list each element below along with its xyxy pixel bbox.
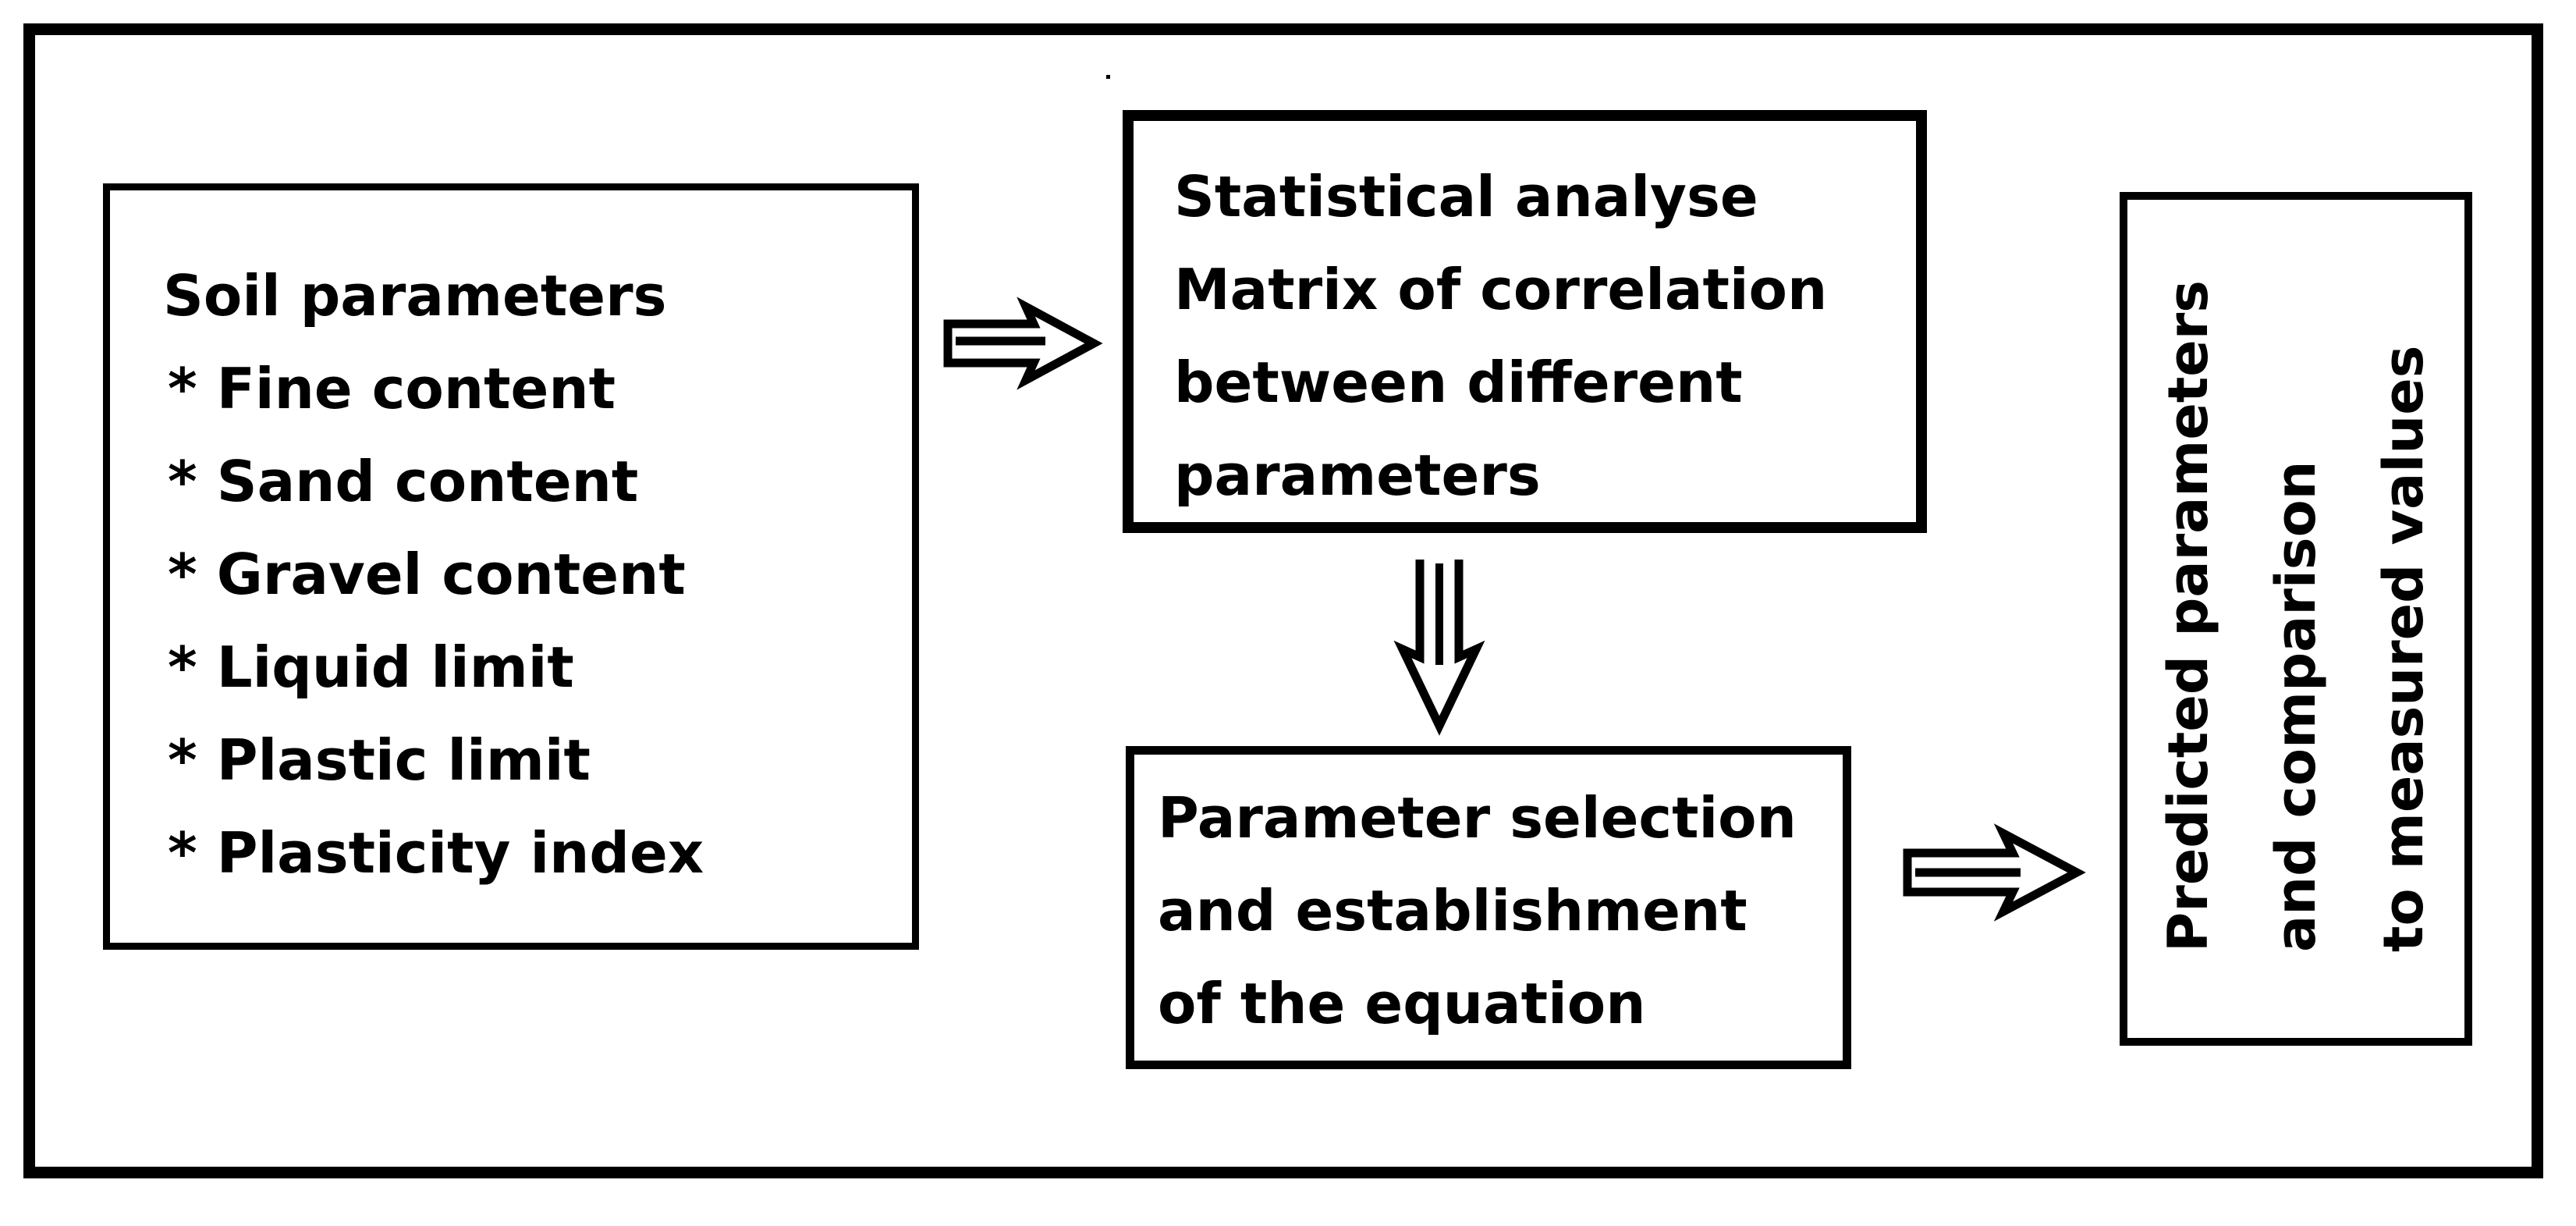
soil-item-fine-content: * Fine content — [168, 356, 616, 421]
right-arrow-icon — [1903, 823, 2086, 922]
predicted-parameters-box: Predicted parameters and comparison to m… — [2120, 192, 2472, 1046]
down-arrow-icon — [1393, 560, 1485, 736]
outer-frame — [23, 23, 2543, 1178]
soil-parameters-box: Soil parameters * Fine content * Sand co… — [103, 183, 919, 950]
soil-item-plasticity-index: * Plasticity index — [168, 820, 704, 886]
soil-parameters-title: Soil parameters — [163, 263, 667, 329]
parameter-line-2: and establishment — [1158, 878, 1747, 943]
parameter-line-1: Parameter selection — [1158, 785, 1797, 851]
stray-dot — [1106, 75, 1110, 79]
predicted-text-block: Predicted parameters and comparison to m… — [2134, 192, 2457, 1046]
predicted-line-1: Predicted parameters — [2156, 280, 2220, 952]
predicted-line-2: and comparison — [2264, 460, 2328, 952]
statistical-line-4: parameters — [1174, 442, 1541, 508]
statistical-line-1: Statistical analyse — [1174, 164, 1758, 229]
soil-item-plastic-limit: * Plastic limit — [168, 727, 591, 793]
soil-item-liquid-limit: * Liquid limit — [168, 634, 574, 700]
statistical-analysis-box: Statistical analyse Matrix of correlatio… — [1123, 110, 1927, 533]
right-arrow-icon — [943, 297, 1103, 390]
parameter-line-3: of the equation — [1158, 971, 1646, 1036]
statistical-line-2: Matrix of correlation — [1174, 257, 1828, 322]
parameter-selection-box: Parameter selection and establishment of… — [1126, 746, 1851, 1069]
statistical-line-3: between different — [1174, 350, 1743, 415]
soil-item-sand-content: * Sand content — [168, 449, 639, 514]
predicted-line-3: to measured values — [2372, 345, 2436, 952]
soil-item-gravel-content: * Gravel content — [168, 542, 686, 607]
